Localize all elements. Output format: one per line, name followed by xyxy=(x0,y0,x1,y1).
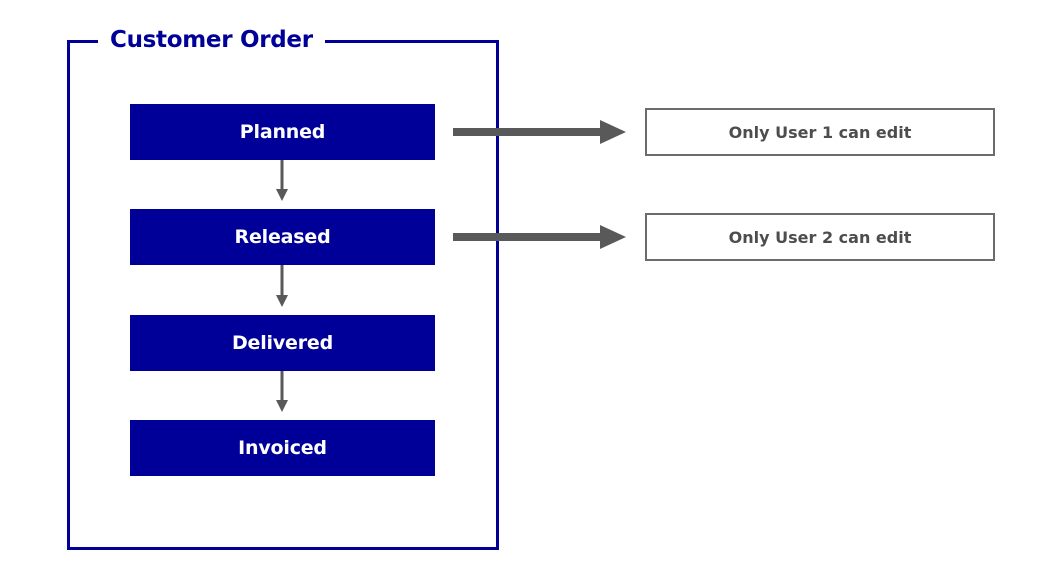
arrow-planned-to-released xyxy=(276,160,288,201)
arrow-delivered-to-invoiced xyxy=(276,371,288,412)
frame-title: Customer Order xyxy=(98,24,325,56)
arrow-released-to-delivered xyxy=(276,265,288,307)
arrow-planned-to-note xyxy=(453,120,626,144)
state-delivered: Delivered xyxy=(130,315,435,371)
note-user-1: Only User 1 can edit xyxy=(645,108,995,156)
note-user-2: Only User 2 can edit xyxy=(645,213,995,261)
state-released: Released xyxy=(130,209,435,265)
arrow-released-to-note xyxy=(453,225,626,249)
state-planned: Planned xyxy=(130,104,435,160)
state-invoiced: Invoiced xyxy=(130,420,435,476)
